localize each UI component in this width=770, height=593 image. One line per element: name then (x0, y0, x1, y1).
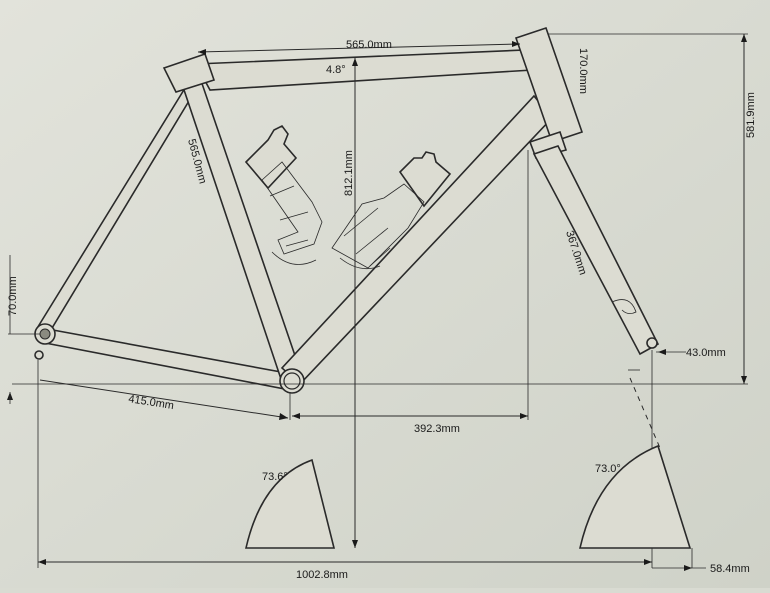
bb-drop-label: 70.0mm (7, 276, 19, 316)
bottle-cage-down-tube (331, 151, 452, 270)
rear-axle (34, 350, 44, 360)
bottle-down-tube-icon (398, 151, 452, 208)
fork-blade (532, 145, 660, 356)
bottle-cage-seat-tube (244, 124, 323, 265)
head-angle-label: 73.0° (595, 463, 621, 475)
standover-label: 812.1mm (343, 150, 355, 196)
chainstay-dimension-line (39, 379, 289, 419)
head-tube-label: 170.0mm (577, 48, 589, 94)
head-angle-wedge (578, 444, 692, 549)
fork-dropout-detail (611, 299, 637, 314)
trail-label: 58.4mm (710, 563, 750, 575)
seat-angle-wedge (244, 458, 336, 549)
seat-lug (162, 52, 216, 93)
fork-offset-label: 43.0mm (686, 347, 726, 359)
stack-label: 581.9mm (745, 92, 757, 138)
front-axle (646, 337, 658, 349)
front-center-label: 392.3mm (414, 423, 460, 435)
top-tube-dimension-line (197, 43, 521, 53)
bottle-seat-tube-icon (244, 124, 298, 190)
seat-angle-label: 73.6° (262, 471, 288, 483)
top-tube-slope-label: 4.8° (326, 64, 346, 76)
top-tube-label: 565.0mm (346, 39, 392, 51)
steering-axis-line (629, 377, 661, 449)
wheelbase-label: 1002.8mm (296, 569, 348, 581)
head-tube (514, 26, 584, 144)
